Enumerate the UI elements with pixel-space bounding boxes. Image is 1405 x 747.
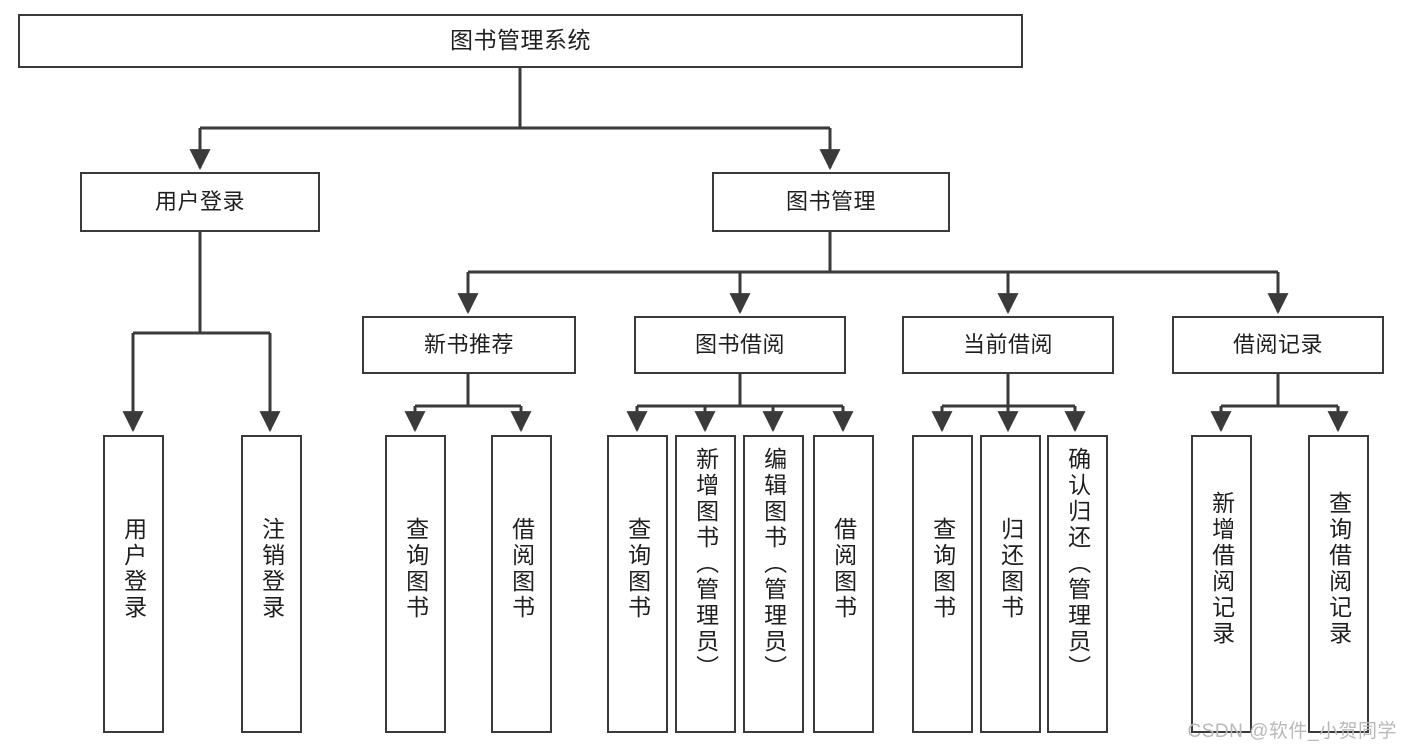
- leaf-borrow-book-borrow[interactable]: 借阅图书: [813, 435, 874, 733]
- node-label: 借阅图书: [508, 517, 535, 621]
- node-book-management[interactable]: 图书管理: [712, 172, 950, 232]
- node-label: 查询图书: [929, 517, 956, 621]
- leaf-user-login[interactable]: 用户登录: [103, 435, 164, 733]
- leaf-query-book-current[interactable]: 查询图书: [912, 435, 973, 733]
- leaf-query-book-recommend[interactable]: 查询图书: [385, 435, 446, 733]
- node-label: 图书管理系统: [450, 27, 591, 54]
- node-root-book-management-system[interactable]: 图书管理系统: [18, 14, 1023, 68]
- node-user-login[interactable]: 用户登录: [80, 172, 320, 232]
- node-label: 当前借阅: [962, 332, 1053, 358]
- node-label: 编辑图书（管理员）: [760, 447, 787, 681]
- csdn-watermark: CSDN @软件_小贺同学: [1187, 721, 1397, 742]
- node-label: 借阅图书: [830, 517, 857, 621]
- node-label: 查询图书: [402, 517, 429, 621]
- leaf-add-borrow-record[interactable]: 新增借阅记录: [1191, 435, 1252, 733]
- node-label: 用户登录: [120, 517, 147, 621]
- leaf-query-borrow-record[interactable]: 查询借阅记录: [1308, 435, 1369, 733]
- leaf-return-book[interactable]: 归还图书: [980, 435, 1041, 733]
- node-label: 查询图书: [624, 517, 651, 621]
- node-label: 归还图书: [997, 517, 1024, 621]
- node-label: 查询借阅记录: [1325, 491, 1352, 647]
- node-label: 图书借阅: [694, 332, 785, 358]
- node-current-borrow[interactable]: 当前借阅: [902, 316, 1114, 374]
- node-label: 确认归还（管理员）: [1064, 447, 1091, 681]
- node-label: 注销登录: [258, 517, 285, 621]
- node-label: 用户登录: [154, 189, 245, 215]
- leaf-confirm-return-admin[interactable]: 确认归还（管理员）: [1047, 435, 1108, 733]
- leaf-add-book-admin[interactable]: 新增图书（管理员）: [675, 435, 736, 733]
- node-new-book-recommend[interactable]: 新书推荐: [362, 316, 576, 374]
- leaf-edit-book-admin[interactable]: 编辑图书（管理员）: [743, 435, 804, 733]
- node-label: 图书管理: [785, 189, 876, 215]
- node-label: 新增借阅记录: [1208, 491, 1235, 647]
- node-label: 新书推荐: [423, 332, 514, 358]
- leaf-query-book-borrow[interactable]: 查询图书: [607, 435, 668, 733]
- node-label: 借阅记录: [1232, 332, 1323, 358]
- node-borrow-record[interactable]: 借阅记录: [1172, 316, 1384, 374]
- node-label: 新增图书（管理员）: [692, 447, 719, 681]
- leaf-borrow-book-recommend[interactable]: 借阅图书: [491, 435, 552, 733]
- leaf-logout-login[interactable]: 注销登录: [241, 435, 302, 733]
- node-book-borrow[interactable]: 图书借阅: [634, 316, 846, 374]
